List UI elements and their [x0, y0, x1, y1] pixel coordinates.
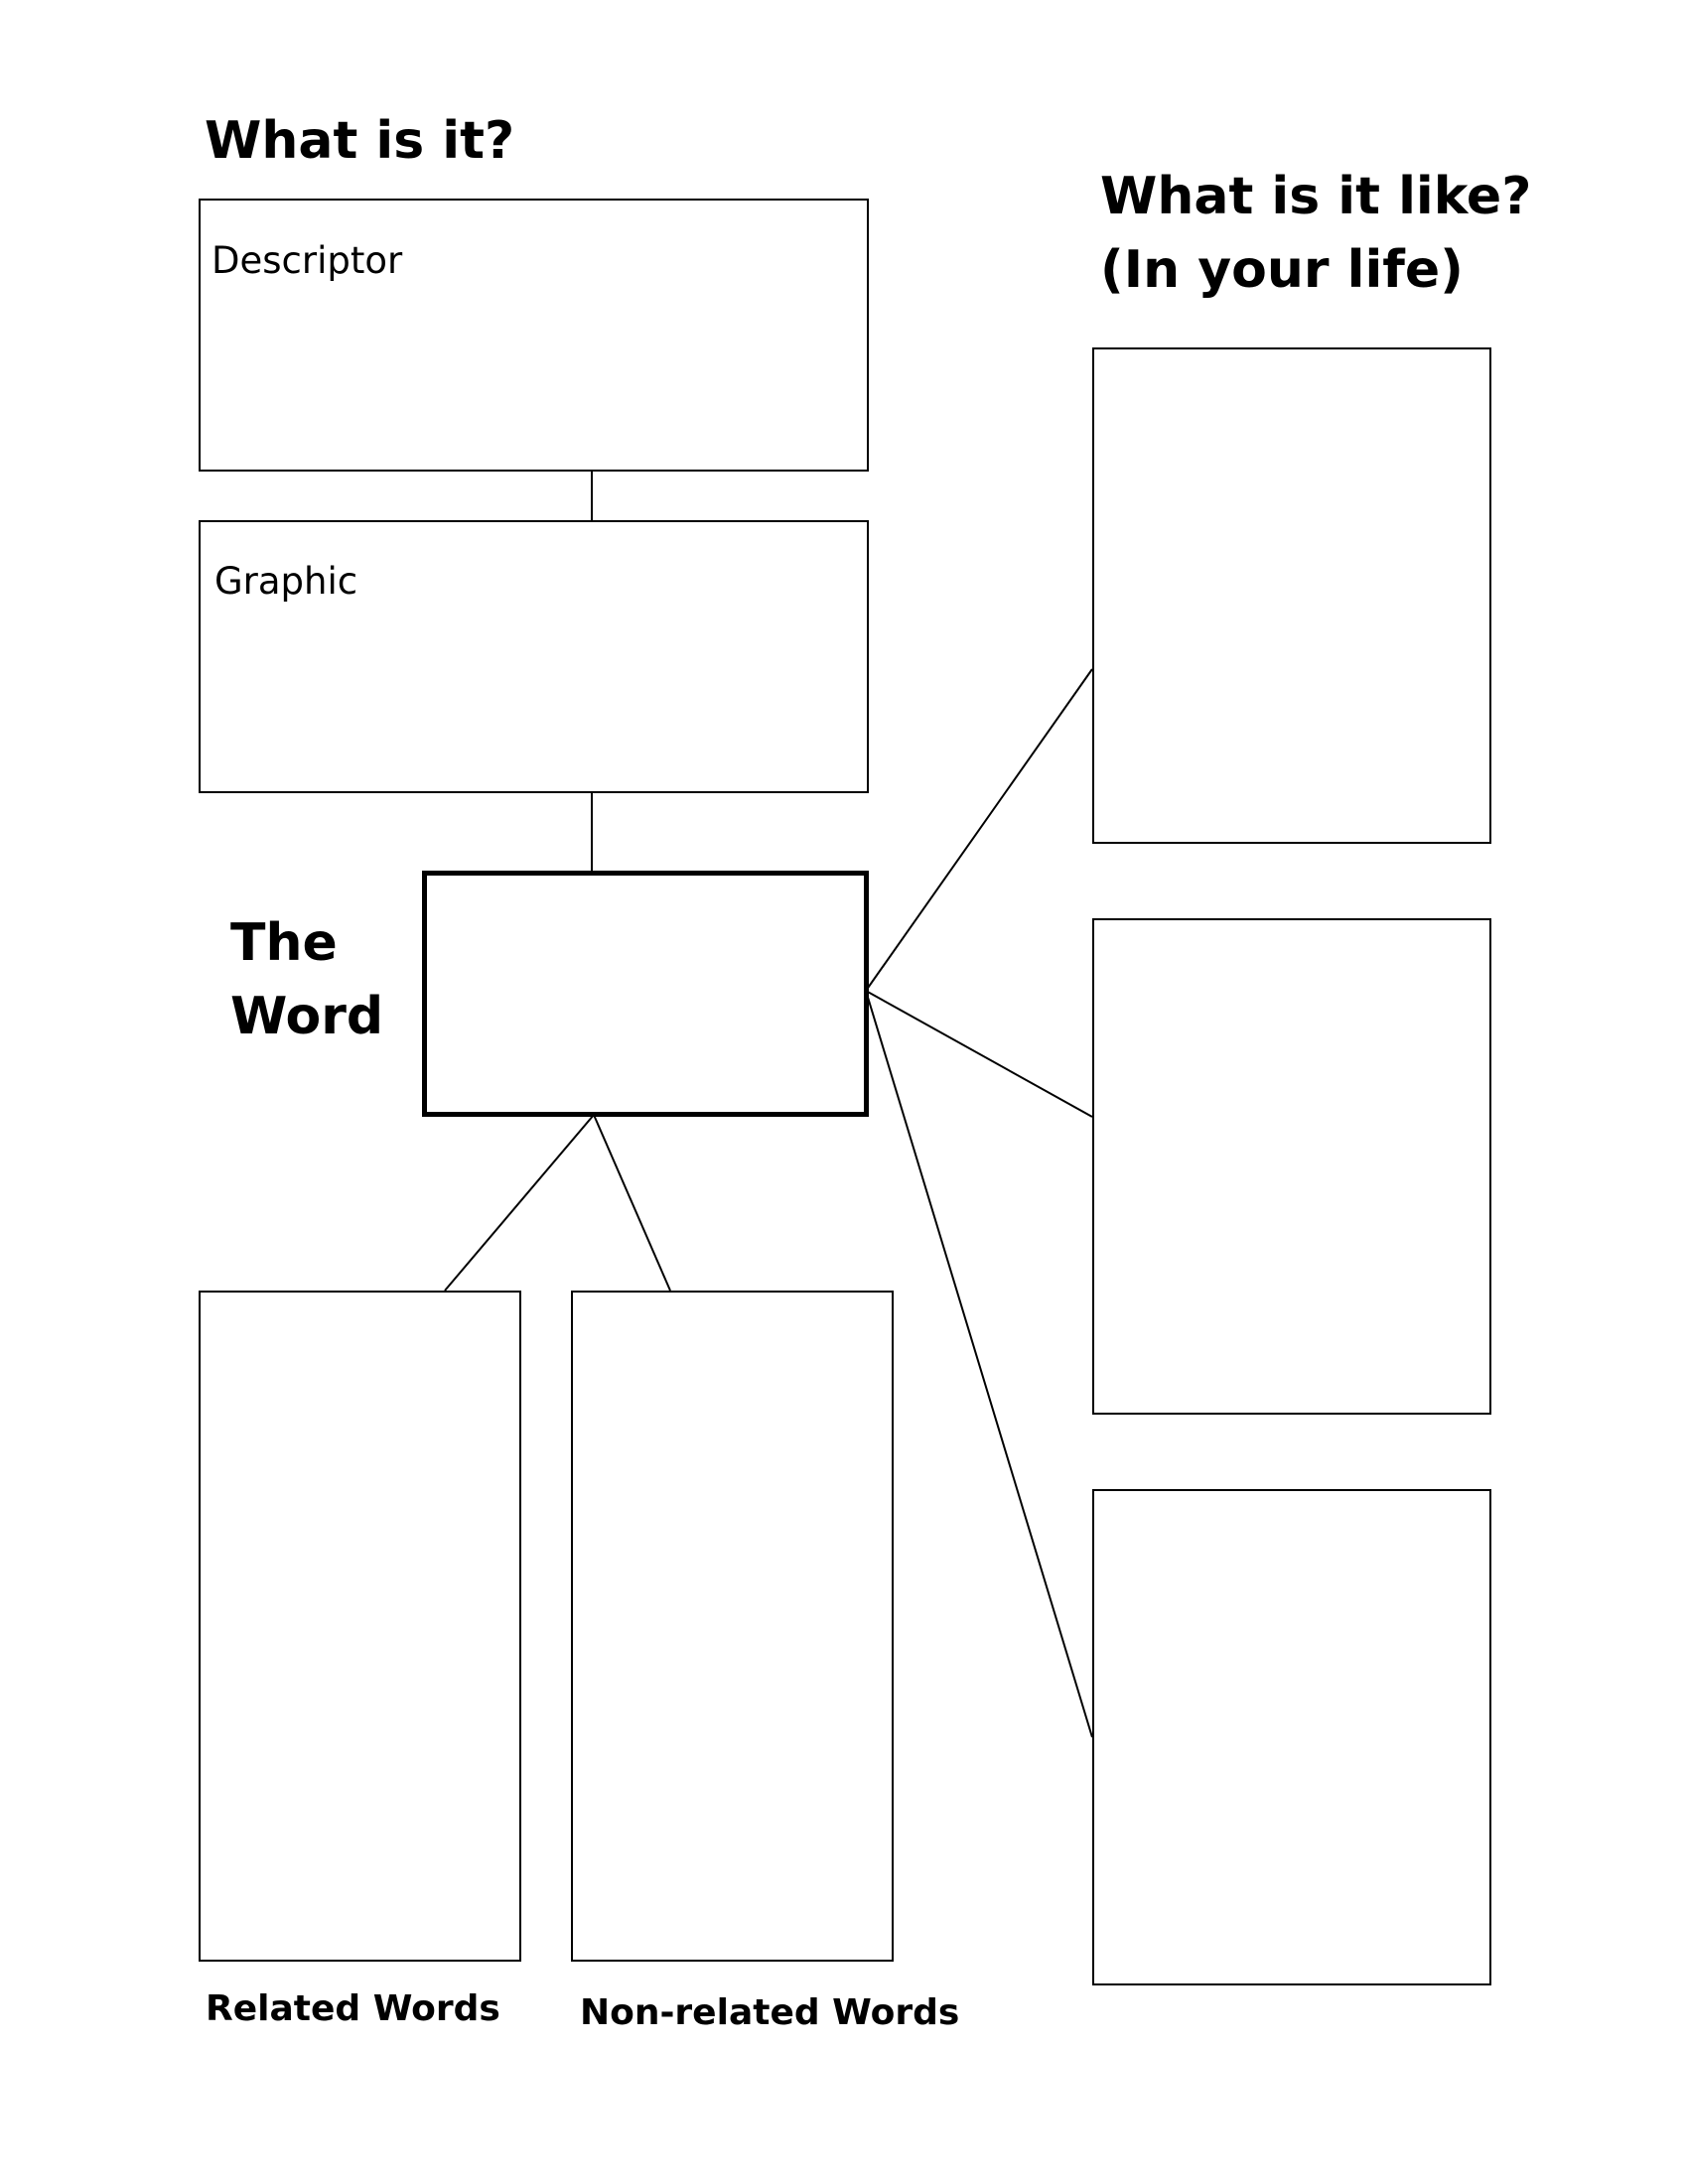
graphic-label: Graphic [214, 560, 358, 603]
what-is-it-heading: What is it? [205, 111, 515, 171]
life-example-box-3[interactable] [1092, 1489, 1491, 1985]
in-your-life-heading: (In your life) [1100, 240, 1464, 300]
graphic-box[interactable] [199, 520, 869, 793]
connector-word-nonrelated [593, 1114, 671, 1292]
the-label: The [230, 913, 338, 973]
descriptor-box[interactable] [199, 199, 869, 472]
related-words-label: Related Words [206, 1988, 500, 2029]
connector-word-related [444, 1114, 595, 1292]
non-related-words-label: Non-related Words [580, 1992, 960, 2033]
non-related-words-box[interactable] [571, 1291, 894, 1962]
connector-word-life2 [865, 990, 1093, 1118]
life-example-box-1[interactable] [1092, 347, 1491, 844]
related-words-box[interactable] [199, 1291, 521, 1962]
word-label: Word [230, 987, 384, 1046]
connector-word-life1 [865, 668, 1093, 992]
what-is-it-like-heading: What is it like? [1100, 167, 1532, 226]
connector-word-life3 [865, 990, 1093, 1738]
descriptor-label: Descriptor [211, 239, 403, 282]
word-box[interactable] [422, 871, 869, 1117]
life-example-box-2[interactable] [1092, 918, 1491, 1415]
